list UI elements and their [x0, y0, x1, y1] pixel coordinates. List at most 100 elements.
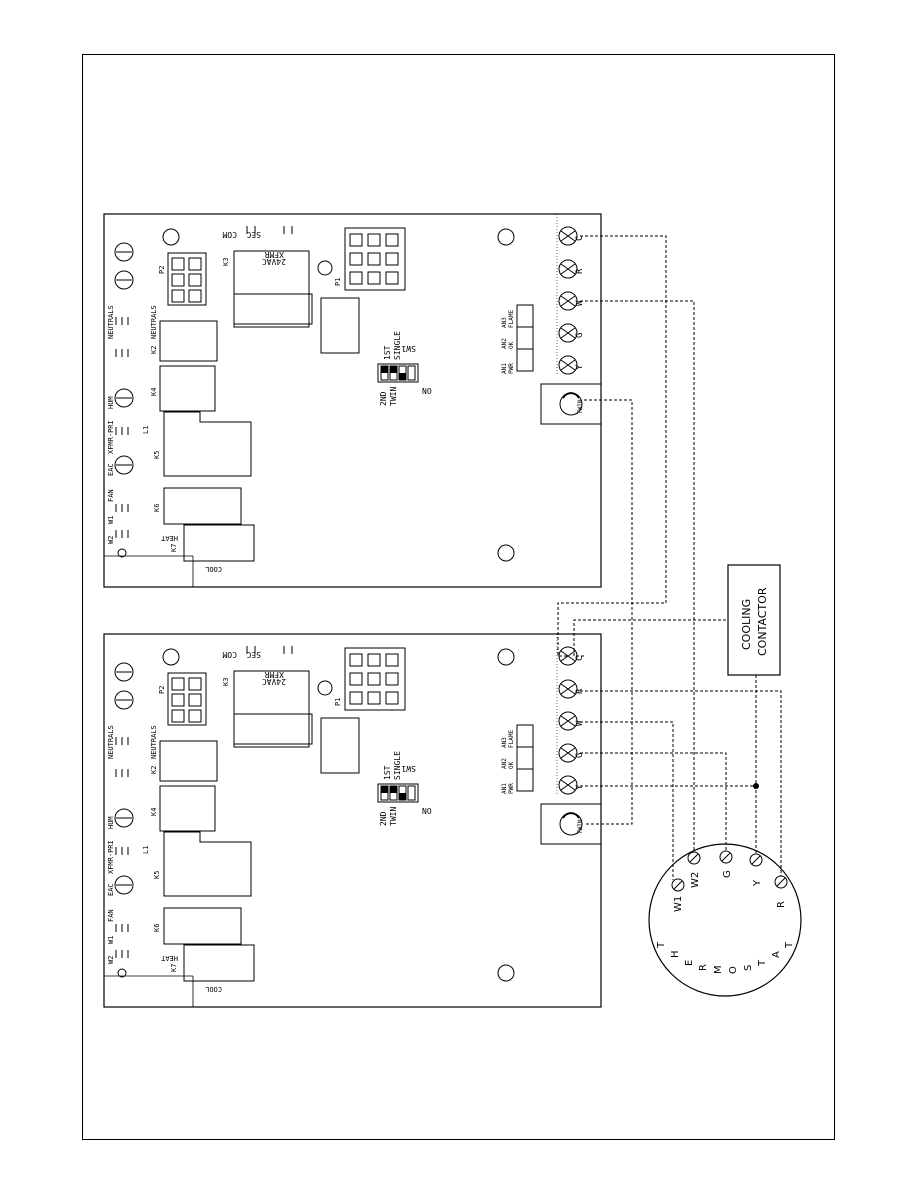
- k7-label: K7: [170, 964, 178, 972]
- sw1-label: SW1: [401, 764, 416, 773]
- terminal-r-label: R: [575, 268, 585, 274]
- k4-label: K4: [150, 808, 158, 816]
- wire-w-top: [580, 300, 695, 852]
- single-label: SINGLE: [393, 751, 402, 780]
- an3-label: AN3: [501, 737, 508, 748]
- p1-label: P1: [334, 278, 342, 286]
- thermostat-letter: S: [743, 965, 754, 971]
- thermostat-letter: A: [771, 951, 782, 958]
- cooling-contactor-line2: CONTACTOR: [756, 587, 769, 656]
- thermostat-w2: W2: [690, 872, 701, 888]
- terminal-g-label: G: [575, 333, 585, 338]
- board-outline: [103, 213, 602, 588]
- p2-label: P2: [158, 266, 166, 274]
- w2-label: W2: [107, 536, 115, 544]
- w1-label: W1: [107, 936, 115, 944]
- eac-label: EAC: [107, 463, 115, 476]
- k2-label: K2: [150, 346, 158, 354]
- eac-label: EAC: [107, 883, 115, 896]
- first-stage-label: 1ST: [383, 345, 392, 360]
- xfmr-pri-label: XFMR-PRI: [107, 840, 115, 874]
- wire-g: [580, 752, 727, 851]
- an1-label: AN1: [501, 783, 508, 794]
- twin-label: TWIN: [389, 807, 398, 826]
- an3-label: AN3: [501, 317, 508, 328]
- wire-w1: [580, 721, 674, 880]
- cool-label: COOL: [205, 565, 222, 573]
- w1-label: W1: [107, 516, 115, 524]
- xfmr-label: XFMR: [265, 250, 284, 259]
- thermostat-g: G: [722, 870, 733, 878]
- sec-label: SEC: [246, 230, 261, 239]
- ok-label: OK: [508, 761, 515, 769]
- p1-label: P1: [334, 698, 342, 706]
- board-outline: [103, 633, 602, 1008]
- control-board-bottom: COM SEC XFMR 24VAC K3 P2 P1 NEUTRALS NEU…: [103, 633, 602, 1008]
- control-board-top: COM SEC XFMR 24VAC K3 P2 P1 NEUTRALS NEU…: [103, 213, 602, 588]
- wire-twin-link: [584, 399, 633, 825]
- k2-label: K2: [150, 766, 158, 774]
- pwr-label: PWR: [508, 783, 515, 794]
- second-stage-label: 2ND: [379, 391, 388, 406]
- neutrals-label: NEUTRALS: [107, 725, 115, 759]
- thermostat-r: R: [776, 901, 787, 908]
- ok-label: OK: [508, 341, 515, 349]
- an2-label: AN2: [501, 758, 508, 769]
- fan-label: FAN: [107, 909, 115, 922]
- wire-c-link: [557, 235, 667, 657]
- thermostat-letter: M: [713, 965, 724, 974]
- hum-label: HUM: [107, 816, 115, 829]
- cooling-contactor-line1: COOLING: [740, 599, 753, 650]
- hum-label: HUM: [107, 396, 115, 409]
- terminal-c-label: C: [575, 236, 585, 241]
- no-label: NO: [422, 807, 432, 816]
- k3-label: K3: [222, 678, 230, 686]
- xfmr-pri-label: XFMR-PRI: [107, 420, 115, 454]
- thermostat-letter: T: [656, 941, 667, 949]
- thermostat-letter: R: [698, 964, 709, 971]
- second-stage-label: 2ND: [379, 811, 388, 826]
- thermostat-title: T H E R M O S T A T: [656, 941, 795, 974]
- xfmr-24vac-label: 24VAC: [262, 677, 286, 686]
- no-label: NO: [422, 387, 432, 396]
- neutrals-label-2: NEUTRALS: [150, 305, 158, 339]
- twin-tab-label: TWIN: [577, 819, 584, 834]
- thermostat-w1: W1: [673, 896, 684, 912]
- first-stage-label: 1ST: [383, 765, 392, 780]
- thermostat-letter: O: [728, 966, 739, 974]
- twin-tab-label: TWIN: [577, 399, 584, 414]
- terminal-c-label: C: [575, 656, 585, 661]
- terminal-w-label: W: [575, 300, 585, 306]
- thermostat-letter: E: [684, 960, 695, 966]
- l1-label: L1: [142, 846, 150, 854]
- k6-label: K6: [153, 504, 161, 512]
- terminal-y-label: Y: [575, 364, 585, 370]
- an1-label: AN1: [501, 363, 508, 374]
- k5-label: K5: [153, 451, 161, 459]
- page-frame: [82, 54, 835, 1140]
- sw1-label: SW1: [401, 344, 416, 353]
- heat-label: HEAT: [160, 534, 178, 542]
- cooling-contactor: COOLING CONTACTOR: [727, 564, 781, 676]
- thermostat: W1 W2 G Y R T H E R M O S T A T: [648, 843, 802, 997]
- junction-dot: [753, 783, 759, 789]
- neutrals-label-2: NEUTRALS: [150, 725, 158, 759]
- w2-label: W2: [107, 956, 115, 964]
- terminal-y-label: Y: [575, 784, 585, 790]
- thermostat-letter: H: [670, 950, 681, 958]
- p2-label: P2: [158, 686, 166, 694]
- com-label: COM: [222, 230, 237, 239]
- k7-label: K7: [170, 544, 178, 552]
- k6-label: K6: [153, 924, 161, 932]
- single-label: SINGLE: [393, 331, 402, 360]
- xfmr-label: XFMR: [265, 670, 284, 679]
- com-label: COM: [222, 650, 237, 659]
- xfmr-24vac-label: 24VAC: [262, 257, 286, 266]
- twin-label: TWIN: [389, 387, 398, 406]
- neutrals-label: NEUTRALS: [107, 305, 115, 339]
- flame-label: FLAME: [508, 730, 515, 748]
- terminal-g-label: G: [575, 753, 585, 758]
- thermostat-y: Y: [752, 879, 763, 887]
- flame-label: FLAME: [508, 310, 515, 328]
